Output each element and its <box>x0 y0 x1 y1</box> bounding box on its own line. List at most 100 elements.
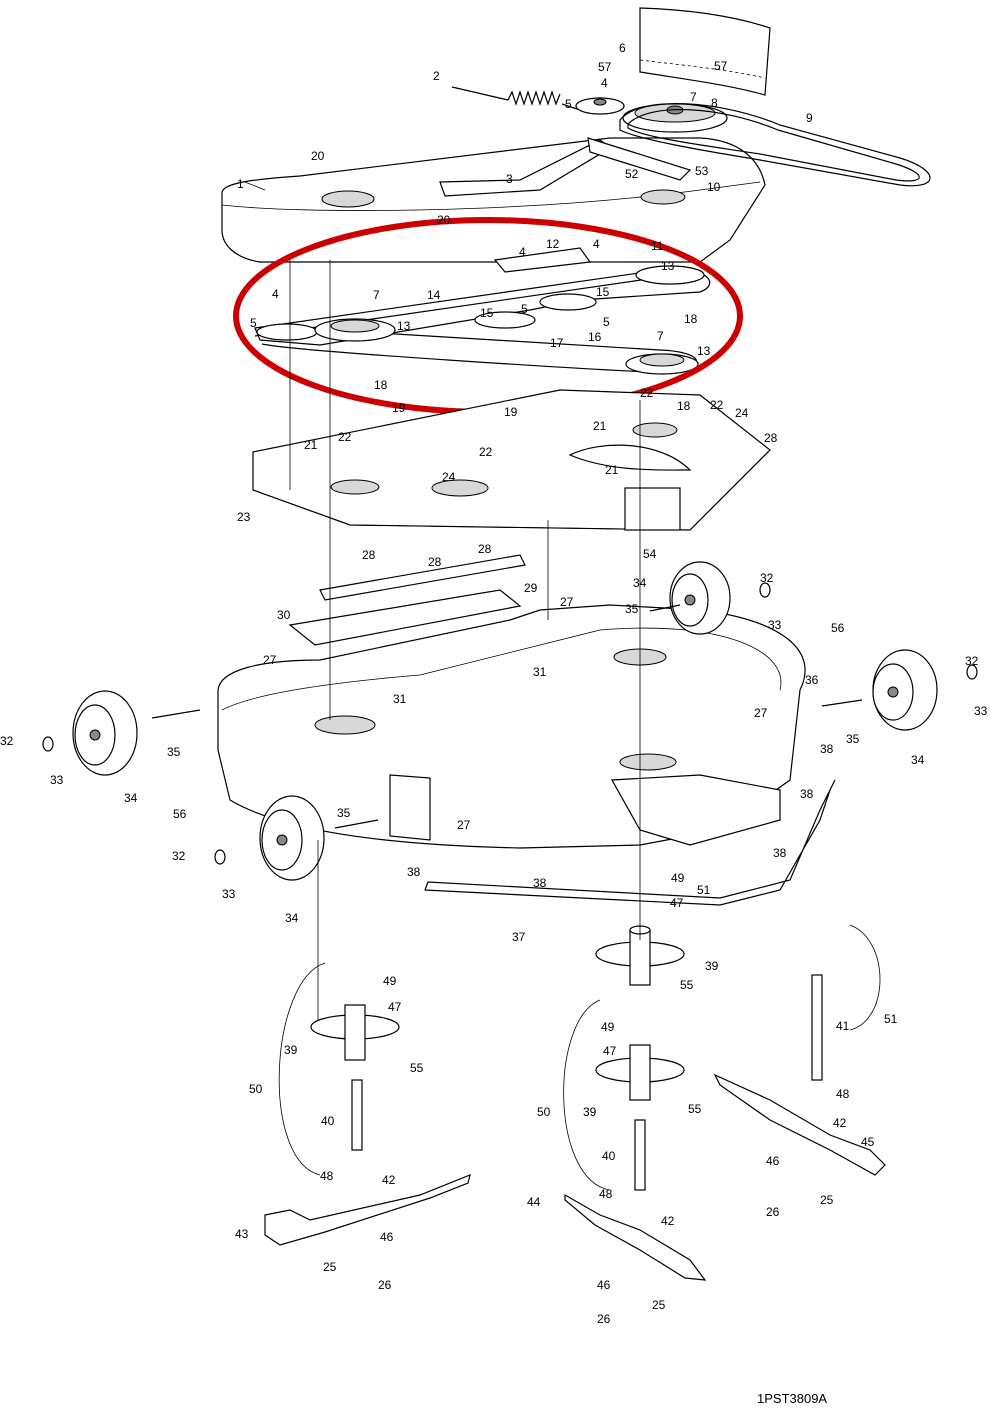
callout-c27c: 27 <box>754 706 768 720</box>
callout-c4c: 4 <box>593 237 600 251</box>
callout-c52: 52 <box>625 167 639 181</box>
callout-c24a: 24 <box>442 470 456 484</box>
wheel-rear-right <box>669 561 731 635</box>
callout-c56a: 56 <box>831 621 845 635</box>
callout-c47a: 47 <box>670 896 684 910</box>
callout-c4b: 4 <box>519 245 526 259</box>
callout-c13c: 13 <box>697 344 711 358</box>
callout-c7a: 7 <box>690 90 697 104</box>
callout-c5c: 5 <box>521 302 528 316</box>
spindle-left <box>310 1004 400 1151</box>
callout-c27b: 27 <box>263 653 277 667</box>
callout-c4d: 4 <box>272 287 279 301</box>
callout-c22b: 22 <box>479 445 493 459</box>
callout-c2: 2 <box>433 69 440 83</box>
tension-spring <box>451 86 581 111</box>
callout-c32a: 32 <box>760 571 774 585</box>
callout-c37: 37 <box>512 930 526 944</box>
callout-c23: 23 <box>237 510 251 524</box>
callout-c38c: 38 <box>773 846 787 860</box>
callout-c22c: 22 <box>640 386 654 400</box>
callout-c27a: 27 <box>560 595 574 609</box>
callout-c8: 8 <box>711 96 718 110</box>
callout-c48a: 48 <box>836 1087 850 1101</box>
callout-c25c: 25 <box>652 1298 666 1312</box>
callout-c25a: 25 <box>820 1193 834 1207</box>
callout-c33c: 33 <box>50 773 64 787</box>
callout-c27d: 27 <box>457 818 471 832</box>
callout-c57b: 57 <box>714 59 728 73</box>
callout-c55a: 55 <box>680 978 694 992</box>
callout-c42b: 42 <box>382 1173 396 1187</box>
callout-c26a: 26 <box>766 1205 780 1219</box>
wheel-washers <box>42 582 978 865</box>
callout-c13b: 13 <box>397 319 411 333</box>
callout-c49a: 49 <box>671 871 685 885</box>
anti-scalp-bar <box>424 779 836 906</box>
callout-c10: 10 <box>707 180 721 194</box>
callout-c42c: 42 <box>661 1214 675 1228</box>
callout-c47c: 47 <box>603 1044 617 1058</box>
callout-c18b: 18 <box>374 378 388 392</box>
callout-c7c: 7 <box>657 329 664 343</box>
mower-deck-housing <box>217 604 806 849</box>
axle-bolts <box>151 604 863 829</box>
callout-c18c: 18 <box>677 399 691 413</box>
callout-c28c: 28 <box>428 555 442 569</box>
callout-c48b: 48 <box>320 1169 334 1183</box>
callout-c57a: 57 <box>598 60 612 74</box>
callout-c21a: 21 <box>304 438 318 452</box>
callout-c44: 44 <box>527 1195 541 1209</box>
callout-c9: 9 <box>806 111 813 125</box>
spindle-right <box>595 1044 685 1191</box>
callout-c24b: 24 <box>735 406 749 420</box>
callout-c53: 53 <box>695 164 709 178</box>
callout-c5b: 5 <box>250 316 257 330</box>
callout-c48c: 48 <box>599 1187 613 1201</box>
callout-c55b: 55 <box>410 1061 424 1075</box>
callout-c47b: 47 <box>388 1000 402 1014</box>
callout-c11: 11 <box>651 239 664 253</box>
callout-c54: 54 <box>643 547 657 561</box>
callout-c30: 30 <box>277 608 291 622</box>
callout-c13a: 13 <box>661 259 675 273</box>
deck-top-plate <box>252 389 771 531</box>
callout-c19a: 19 <box>392 401 406 415</box>
callout-c46b: 46 <box>380 1230 394 1244</box>
callout-c26b: 26 <box>378 1278 392 1292</box>
drive-belt <box>619 103 931 187</box>
callout-c28a: 28 <box>764 431 778 445</box>
mower-deck-cover <box>221 137 766 263</box>
callout-c43: 43 <box>235 1227 249 1241</box>
callout-c39b: 39 <box>284 1043 298 1057</box>
callout-c29: 29 <box>524 581 538 595</box>
callout-c31a: 31 <box>533 665 547 679</box>
blade-left <box>264 1174 471 1246</box>
wheel-rear-left <box>72 690 138 776</box>
callout-c36: 36 <box>805 673 819 687</box>
callout-c33b: 33 <box>974 704 988 718</box>
belt-shield <box>639 7 771 96</box>
callout-c20b: 20 <box>437 213 451 227</box>
callout-c17: 17 <box>550 336 564 350</box>
callout-c21b: 21 <box>593 419 607 433</box>
blade-center <box>564 1193 707 1281</box>
callout-c22d: 22 <box>710 398 724 412</box>
deck-belt-assembly <box>254 247 711 375</box>
callout-c31b: 31 <box>393 692 407 706</box>
callout-c16: 16 <box>588 330 602 344</box>
callout-c18a: 18 <box>684 312 698 326</box>
callout-c12: 12 <box>546 237 560 251</box>
drive-pulley <box>575 97 728 133</box>
callout-c49b: 49 <box>383 974 397 988</box>
callout-c5a: 5 <box>565 97 572 111</box>
blade-right <box>713 1073 886 1176</box>
callout-c34d: 34 <box>285 911 299 925</box>
deck-strips <box>288 554 526 646</box>
callout-c28d: 28 <box>478 542 492 556</box>
callout-c33a: 33 <box>768 618 782 632</box>
callout-c35b: 35 <box>846 732 860 746</box>
